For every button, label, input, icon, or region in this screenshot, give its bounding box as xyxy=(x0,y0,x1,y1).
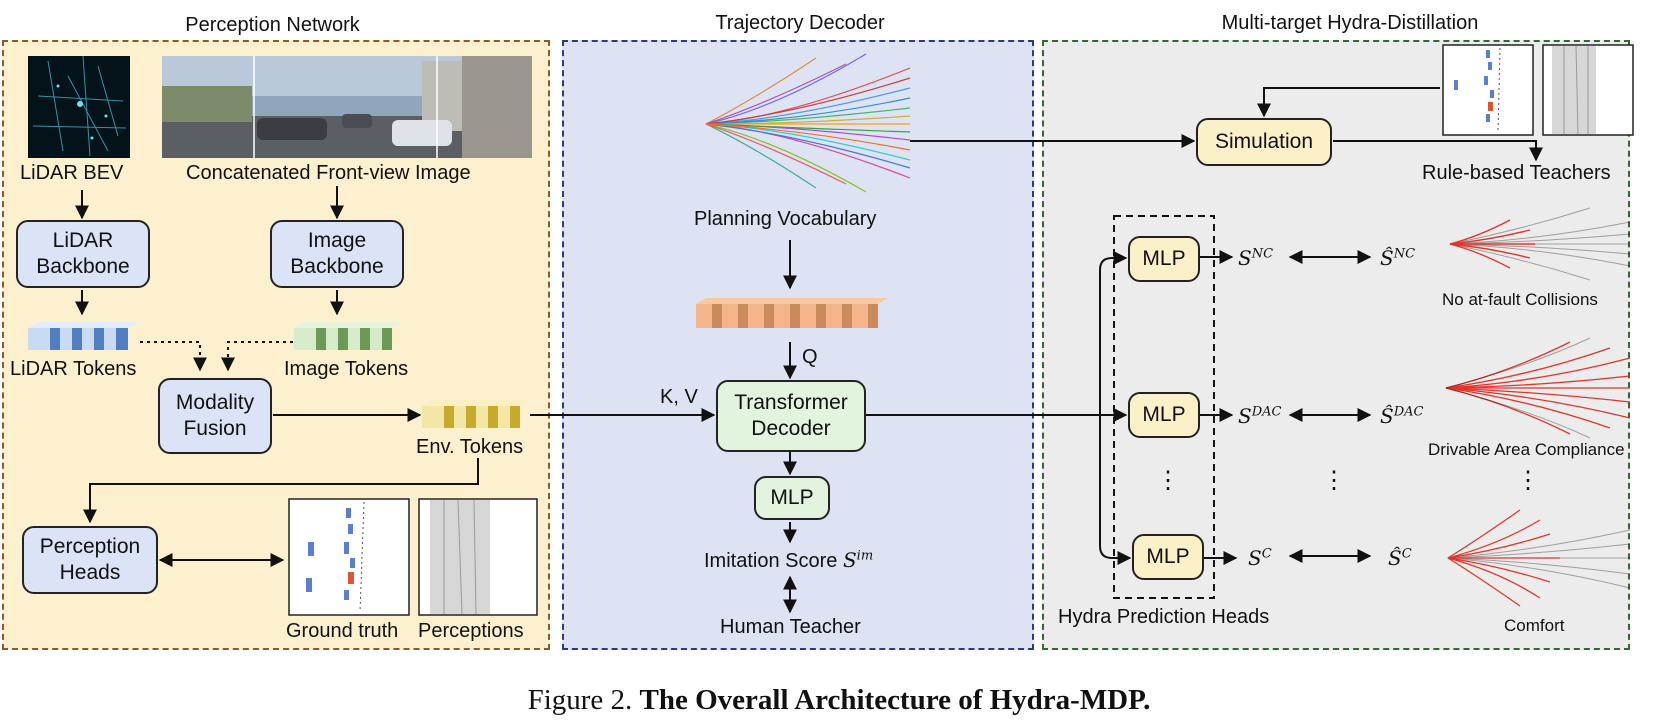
modality-fusion-box: Modality Fusion xyxy=(158,378,272,454)
score-nc: SNC xyxy=(1238,246,1273,270)
teacher-score-dac-symbol: Ŝ xyxy=(1380,404,1394,428)
teacher-score-c-sup: C xyxy=(1401,546,1412,562)
lidar-tokens-icon xyxy=(28,322,140,350)
c-label: Comfort xyxy=(1504,616,1565,635)
hydra-dots: ⋮ xyxy=(1156,467,1180,494)
perceptions-image xyxy=(418,498,538,616)
score-dac-symbol: S xyxy=(1238,404,1252,428)
image-backbone-box: Image Backbone xyxy=(270,220,404,288)
front-view-image xyxy=(162,56,532,158)
front-view-label: Concatenated Front-view Image xyxy=(186,162,471,184)
teacher-score-nc-sup: NC xyxy=(1393,246,1416,262)
score-dots: ⋮ xyxy=(1322,467,1346,494)
imitation-symbol: S xyxy=(842,548,857,572)
env-tokens-label: Env. Tokens xyxy=(416,436,524,458)
c-trajectory-image xyxy=(1447,509,1631,607)
teacher-map-image xyxy=(1442,44,1534,136)
teacher-score-c-symbol: Ŝ xyxy=(1388,546,1402,570)
score-dac: SDAC xyxy=(1238,404,1281,428)
transformer-decoder-box: Transformer Decoder xyxy=(716,380,866,452)
teacher-score-nc: ŜNC xyxy=(1380,246,1415,270)
score-c: SC xyxy=(1248,546,1272,570)
decoder-mlp-box: MLP xyxy=(754,476,830,520)
figure-caption: Figure 2. The Overall Architecture of Hy… xyxy=(0,684,1678,717)
env-tokens-icon xyxy=(422,400,528,428)
score-nc-sup: NC xyxy=(1251,246,1274,262)
ground-truth-label: Ground truth xyxy=(286,620,399,642)
nc-trajectory-image xyxy=(1449,207,1631,281)
teacher-score-dac: ŜDAC xyxy=(1380,404,1423,428)
lidar-backbone-box: LiDAR Backbone xyxy=(16,220,150,288)
score-c-symbol: S xyxy=(1248,546,1262,570)
trajectory-dots: ⋮ xyxy=(1516,467,1540,494)
imitation-score-text: Imitation Score xyxy=(704,550,838,572)
lidar-bev-label: LiDAR BEV xyxy=(20,162,124,184)
hydra-mlp-dac: MLP xyxy=(1128,392,1200,438)
imitation-superscript: im xyxy=(856,548,874,564)
score-c-sup: C xyxy=(1261,546,1272,562)
caption-title: The Overall Architecture of Hydra-MDP. xyxy=(639,684,1151,716)
image-tokens-icon xyxy=(294,322,400,350)
imitation-score-label: Imitation Score Sim xyxy=(704,548,873,573)
dac-trajectory-image xyxy=(1445,337,1631,439)
hydra-mlp-c: MLP xyxy=(1132,534,1204,580)
caption-prefix: Figure 2. xyxy=(527,684,633,716)
distill-title: Multi-target Hydra-Distillation xyxy=(1221,12,1479,34)
score-dac-sup: DAC xyxy=(1251,404,1282,420)
lidar-bev-image xyxy=(28,56,130,158)
dac-label: Drivable Area Compliance xyxy=(1428,440,1625,459)
teacher-lanes-image xyxy=(1542,44,1634,136)
kv-label: K, V xyxy=(660,386,698,408)
perceptions-label: Perceptions xyxy=(418,620,524,642)
hydra-mlp-nc: MLP xyxy=(1128,236,1200,282)
score-nc-symbol: S xyxy=(1238,246,1252,270)
query-tokens-icon xyxy=(696,298,888,328)
q-label: Q xyxy=(802,346,818,368)
hydra-heads-label: Hydra Prediction Heads xyxy=(1058,606,1270,628)
image-tokens-label: Image Tokens xyxy=(284,358,409,380)
teacher-score-c: ŜC xyxy=(1388,546,1412,570)
imitation-score-symbol: Sim xyxy=(843,548,873,572)
perception-heads-box: Perception Heads xyxy=(22,526,158,594)
human-teacher-label: Human Teacher xyxy=(720,616,861,638)
simulation-box: Simulation xyxy=(1196,118,1332,166)
planning-vocabulary-image xyxy=(705,53,911,193)
ground-truth-image xyxy=(288,498,410,616)
lidar-tokens-label: LiDAR Tokens xyxy=(10,358,137,380)
rule-teachers-label: Rule-based Teachers xyxy=(1422,162,1611,184)
decoder-title: Trajectory Decoder xyxy=(715,12,885,34)
teacher-score-nc-symbol: Ŝ xyxy=(1380,246,1394,270)
nc-label: No at-fault Collisions xyxy=(1442,290,1598,309)
planning-vocabulary-label: Planning Vocabulary xyxy=(694,208,877,230)
perception-title: Perception Network xyxy=(185,14,360,36)
teacher-score-dac-sup: DAC xyxy=(1393,404,1424,420)
